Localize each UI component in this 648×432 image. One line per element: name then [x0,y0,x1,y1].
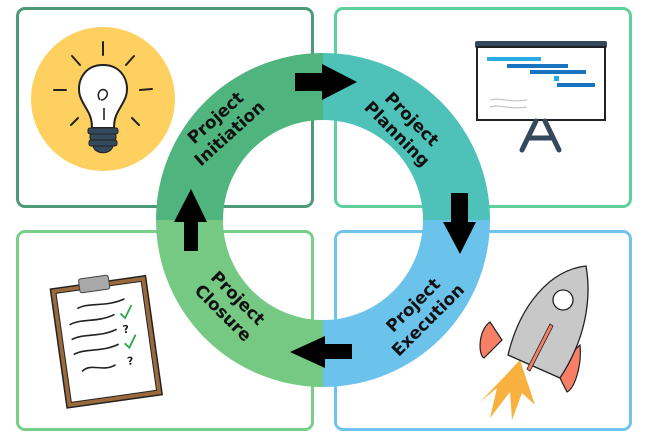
arrow-execution-to-closure [290,336,352,368]
arrow-closure-to-initiation [174,189,207,251]
gantt-chart-board-icon [475,41,607,153]
rocket-icon [479,265,589,420]
clipboard-checklist-icon: ? ? [49,274,163,409]
ring-segment-execution [323,220,490,387]
lightbulb-icon [31,27,175,171]
clipboard-question-mark-1: ? [122,323,130,337]
phase-ring [156,53,490,387]
arrow-initiation-to-planning [295,64,357,100]
ring-segment-planning [323,53,490,220]
ring-segment-initiation [156,53,323,220]
ring-segment-closure [156,220,323,387]
clipboard-question-mark-2: ? [126,354,134,368]
arrow-planning-to-execution [443,193,476,254]
